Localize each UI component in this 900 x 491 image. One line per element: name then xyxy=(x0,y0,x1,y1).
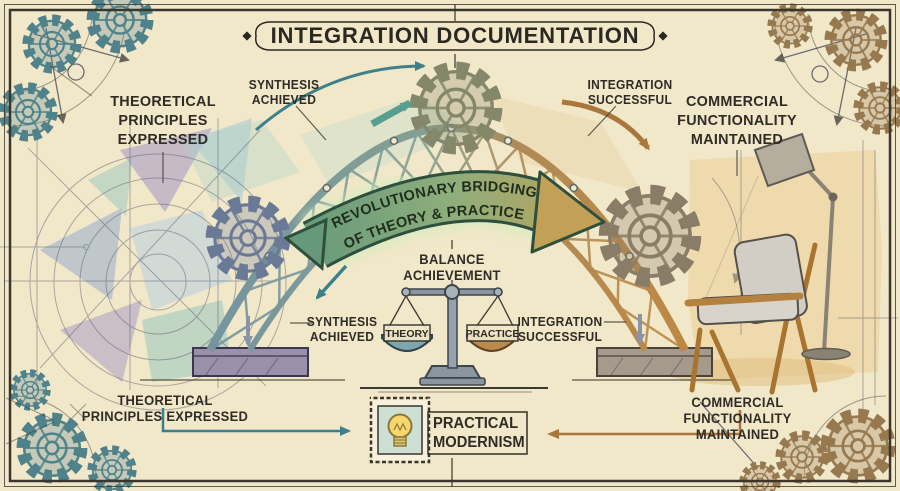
label-commercial-functionality-top: COMMERCIAL FUNCTIONALITY MAINTAINED xyxy=(677,93,797,148)
practice-pan-label: PRACTICE xyxy=(466,328,520,340)
gold-wash xyxy=(490,95,642,192)
label-theoretical-principles-top: THEORETICAL PRINCIPLES EXPRESSED xyxy=(110,93,216,148)
flow-arrows xyxy=(243,61,650,347)
lightbulb-glyph xyxy=(387,413,413,439)
theory-pan-label: THEORY xyxy=(385,328,428,340)
label-balance-achievement: BALANCE ACHIEVEMENT xyxy=(403,252,501,283)
leader-lines xyxy=(5,65,738,445)
label-theoretical-principles-bottom: THEORETICAL PRINCIPLES EXPRESSED xyxy=(81,393,249,424)
abstract-theory-artwork xyxy=(40,118,300,382)
page-title: INTEGRATION DOCUMENTATION xyxy=(270,23,640,48)
label-synthesis-achieved-top: SYNTHESIS ACHIEVED xyxy=(248,78,320,107)
corner-gears-decoration xyxy=(4,0,900,491)
banner-ribbon-arrow: REVOLUTIONARY BRIDGING OF THEORY & PRACT… xyxy=(283,163,606,275)
label-synthesis-achieved-mid: SYNTHESIS ACHIEVED xyxy=(306,315,378,344)
lightbulb-stamp-icon xyxy=(369,396,431,464)
label-practical-modernism: PRACTICAL MODERNISM xyxy=(433,415,525,451)
practical-modernism-box xyxy=(427,411,528,455)
connector-arrows xyxy=(161,408,742,439)
label-integration-successful-top: INTEGRATION SUCCESSFUL xyxy=(587,78,673,107)
label-integration-successful-mid: INTEGRATION SUCCESSFUL xyxy=(517,315,603,344)
title-frame xyxy=(242,21,668,51)
floor-lamp-illustration xyxy=(704,132,851,361)
armchair-illustration xyxy=(684,233,818,395)
label-commercial-functionality-bottom: COMMERCIAL FUNCTIONALITY MAINTAINED xyxy=(683,395,792,442)
balance-scale-illustration: THEORY PRACTICE xyxy=(360,240,548,393)
page-border xyxy=(4,4,896,487)
